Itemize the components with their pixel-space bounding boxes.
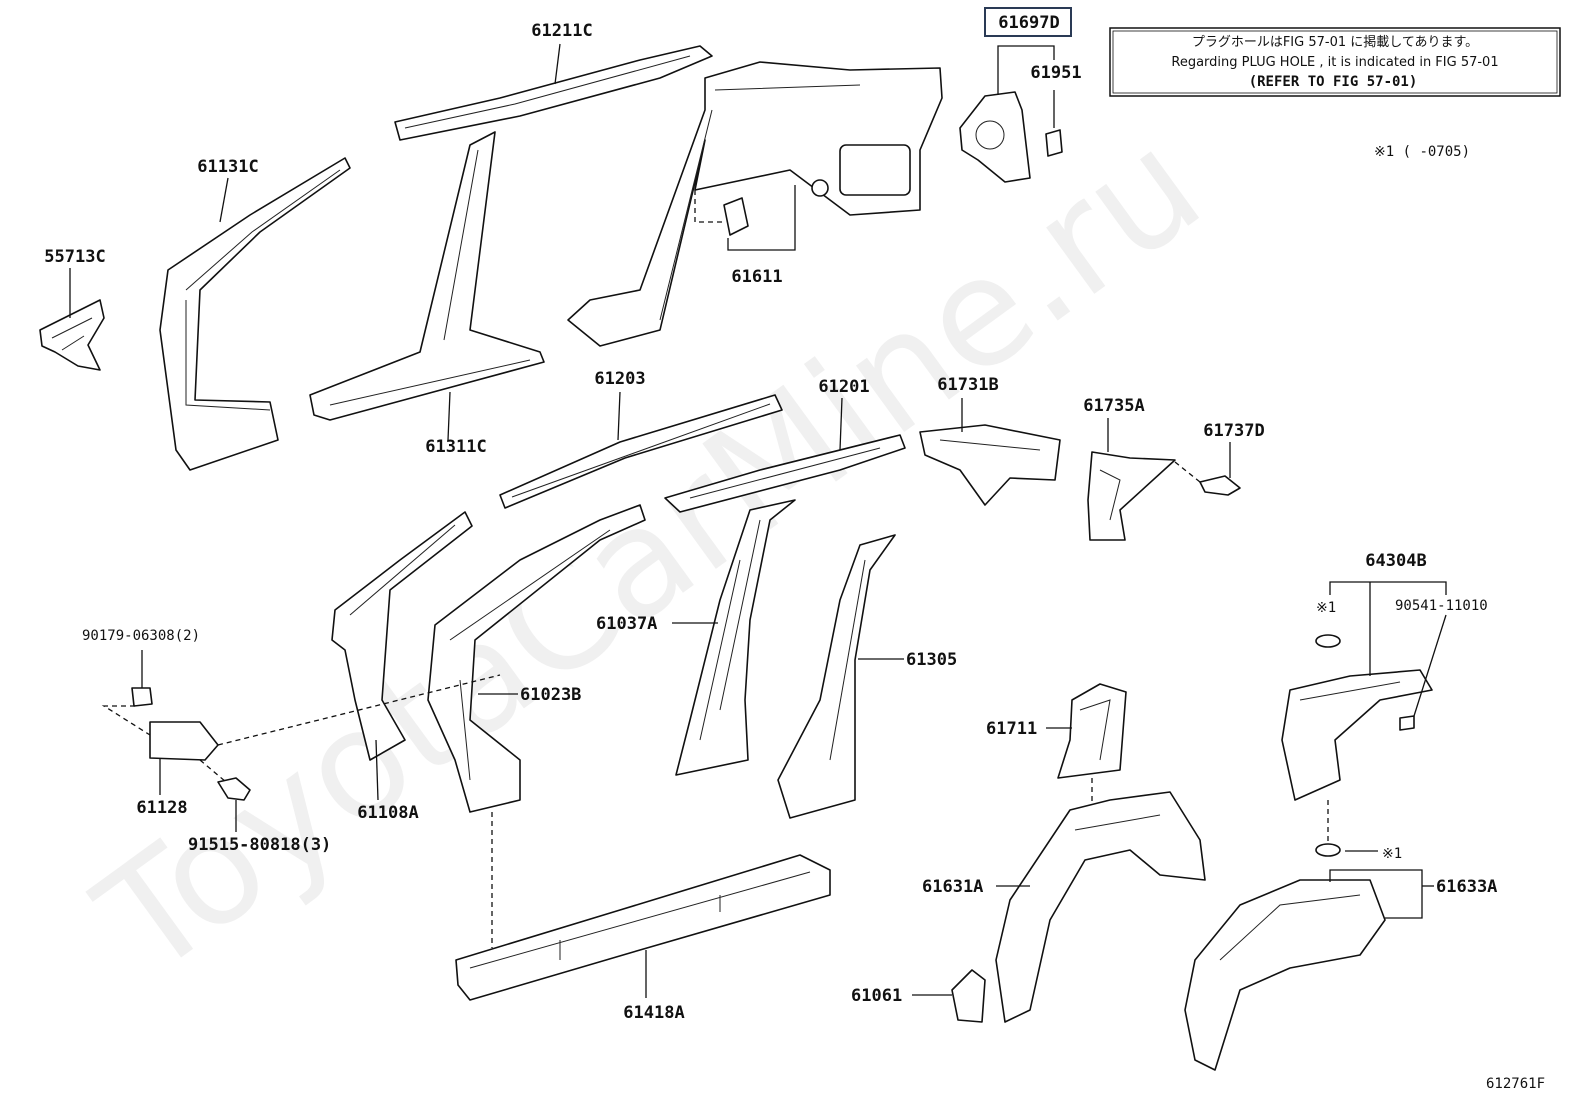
grommet-top — [1315, 634, 1341, 648]
part-90179-nut — [131, 687, 153, 707]
part-61731b-panel — [919, 424, 1061, 506]
part-61203-roof-rail-inner — [499, 394, 783, 509]
part-91515-bolt — [217, 777, 251, 801]
label-mark1-top: ※1 — [1316, 600, 1336, 616]
part-90541-nut — [1399, 715, 1415, 731]
part-61305-pillar — [777, 534, 896, 819]
part-61951-clip — [1045, 129, 1063, 157]
label-61735a: 61735A — [1083, 396, 1144, 416]
label-61631a: 61631A — [922, 877, 983, 897]
part-61131c-front-pillar — [159, 157, 351, 471]
footnote-mark1: ※1 ( -0705) — [1374, 144, 1470, 160]
part-61418a-rocker — [455, 854, 831, 1001]
label-61203: 61203 — [594, 369, 645, 389]
part-61697d-bracket — [959, 91, 1031, 183]
part-61128-bracket — [149, 721, 219, 761]
note-reference: (REFER TO FIG 57-01) — [1249, 74, 1418, 90]
part-61611-clip — [723, 197, 749, 236]
note-japanese: プラグホールはFIG 57-01 に掲載してあります。 — [1192, 34, 1478, 50]
label-61697d: 61697D — [998, 13, 1059, 33]
label-61201: 61201 — [818, 377, 869, 397]
label-61418a: 61418A — [623, 1003, 684, 1023]
part-61108a-pillar — [331, 511, 473, 761]
label-61633a: 61633A — [1436, 877, 1497, 897]
part-61211c-roof-rail — [394, 45, 713, 141]
label-61037a: 61037A — [596, 614, 657, 634]
part-61611-quarter-panel — [567, 61, 943, 347]
figure-id: 612761F — [1486, 1076, 1545, 1092]
part-61631a-wheelhouse — [995, 791, 1206, 1023]
label-mark1-bottom: ※1 — [1382, 846, 1402, 862]
part-61023b-pillar-inner — [427, 504, 646, 813]
grommet-bottom — [1315, 843, 1341, 857]
label-61711: 61711 — [986, 719, 1037, 739]
label-61128: 61128 — [136, 798, 187, 818]
label-61131c: 61131C — [197, 157, 258, 177]
label-61611: 61611 — [731, 267, 782, 287]
note-english: Regarding PLUG HOLE , it is indicated in… — [1171, 55, 1498, 70]
part-61037a-pillar-rf — [675, 499, 796, 776]
label-91515-80818: 91515-80818(3) — [188, 835, 331, 855]
part-61737d-clip — [1199, 475, 1241, 496]
label-61311c: 61311C — [425, 437, 486, 457]
part-61711-bracket — [1057, 683, 1127, 779]
label-61951: 61951 — [1030, 63, 1081, 83]
label-64304b: 64304B — [1365, 551, 1426, 571]
part-61061-bracket — [951, 969, 986, 1023]
reference-note — [1109, 27, 1561, 97]
label-61211c: 61211C — [531, 21, 592, 41]
label-61023b: 61023B — [520, 685, 581, 705]
label-61061: 61061 — [851, 986, 902, 1006]
label-55713c: 55713C — [44, 247, 105, 267]
part-61311c-side-panel — [309, 131, 545, 421]
label-61108a: 61108A — [357, 803, 418, 823]
highlight-61697d-box — [984, 7, 1072, 37]
part-61633a-wheelhouse-inner — [1184, 879, 1386, 1071]
part-61735a-bracket — [1087, 451, 1176, 541]
part-55713c-bracket — [39, 299, 105, 371]
part-64304b-panel — [1281, 669, 1433, 801]
label-90541-11010: 90541-11010 — [1395, 598, 1488, 614]
label-61305: 61305 — [906, 650, 957, 670]
part-61201-rail — [664, 434, 906, 513]
label-61737d: 61737D — [1203, 421, 1264, 441]
label-61731b: 61731B — [937, 375, 998, 395]
label-90179-06308: 90179-06308(2) — [82, 628, 200, 644]
